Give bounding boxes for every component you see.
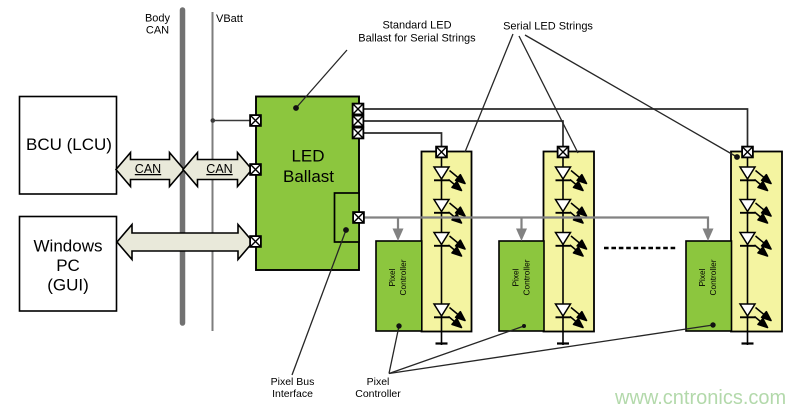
- svg-text:Controller: Controller: [522, 259, 532, 295]
- svg-text:LED: LED: [291, 147, 324, 166]
- svg-text:Ballast for Serial Strings: Ballast for Serial Strings: [358, 33, 476, 45]
- svg-text:Body: Body: [145, 13, 171, 25]
- svg-text:(GUI): (GUI): [47, 276, 89, 295]
- svg-text:CAN: CAN: [206, 162, 232, 176]
- svg-text:PC: PC: [56, 256, 80, 275]
- svg-text:CAN: CAN: [146, 25, 169, 37]
- svg-text:Ballast: Ballast: [283, 167, 334, 186]
- svg-text:Controller: Controller: [708, 259, 718, 295]
- svg-text:Pixel: Pixel: [387, 268, 397, 286]
- svg-text:Pixel Bus: Pixel Bus: [271, 376, 315, 388]
- svg-text:Interface: Interface: [272, 388, 313, 400]
- svg-text:Standard LED: Standard LED: [382, 20, 451, 32]
- svg-text:Pixel: Pixel: [697, 268, 707, 286]
- svg-text:Controller: Controller: [355, 388, 401, 400]
- svg-text:www.cntronics.com: www.cntronics.com: [614, 387, 786, 409]
- svg-text:Pixel: Pixel: [367, 376, 390, 388]
- svg-text:VBatt: VBatt: [216, 13, 243, 25]
- svg-text:Windows: Windows: [34, 237, 103, 256]
- svg-text:Controller: Controller: [398, 259, 408, 295]
- svg-text:CAN: CAN: [135, 162, 161, 176]
- svg-text:BCU (LCU): BCU (LCU): [26, 135, 112, 154]
- svg-text:Pixel: Pixel: [511, 268, 521, 286]
- svg-text:Serial LED Strings: Serial LED Strings: [503, 21, 593, 33]
